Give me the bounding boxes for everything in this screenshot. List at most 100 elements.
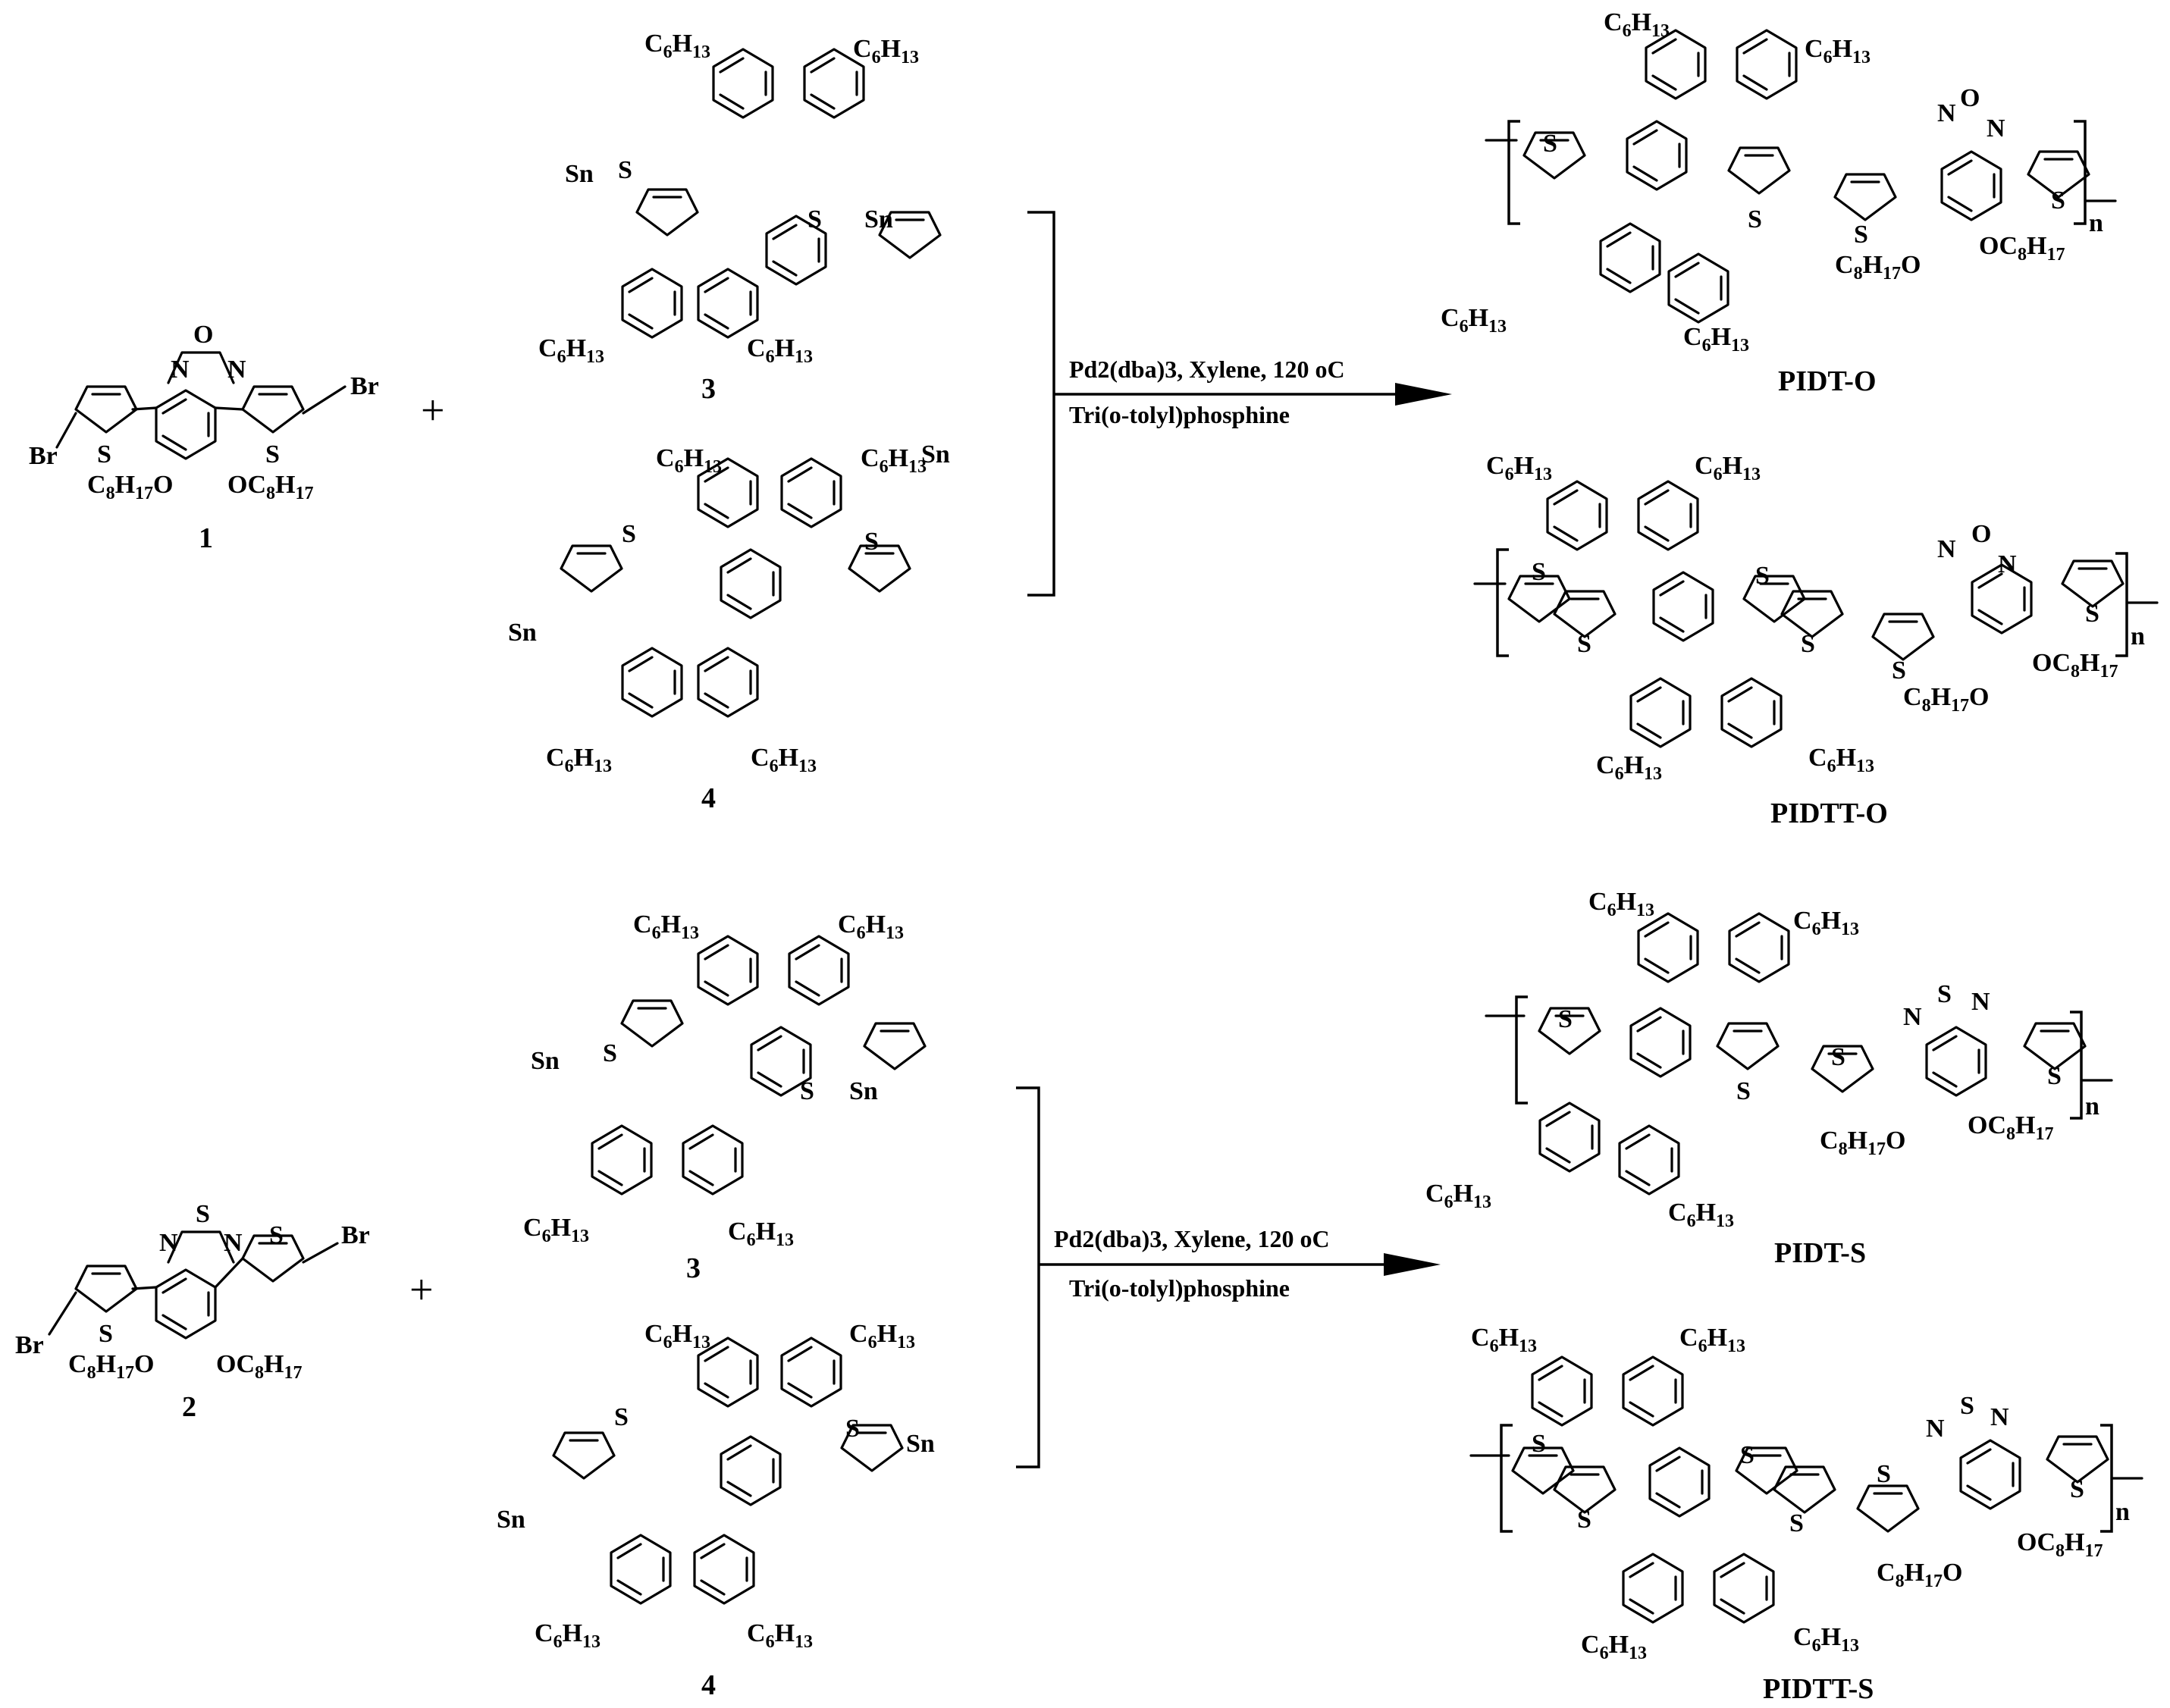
hexyl-group: C6H13 bbox=[546, 744, 612, 776]
hexyl-group: C6H13 bbox=[538, 334, 604, 367]
sulfur-atom: S bbox=[1789, 1509, 1804, 1537]
hexyl-group: C6H13 bbox=[1596, 751, 1662, 784]
sulfur-atom: S bbox=[1577, 1506, 1591, 1534]
sulfur-atom: S bbox=[618, 156, 632, 184]
arrow-head bbox=[1395, 383, 1452, 406]
monomer-2: Br Br S N N S S C8H17O OC8H17 2 bbox=[15, 1200, 370, 1423]
alkoxy-group: OC8H17 bbox=[2032, 649, 2118, 682]
tin-atom-left: Sn bbox=[565, 160, 594, 188]
sulfur-atom: S bbox=[2070, 1475, 2084, 1503]
product-label: PIDTT-O bbox=[1770, 798, 1888, 829]
hexyl-group: C6H13 bbox=[633, 910, 699, 943]
hexyl-group: C6H13 bbox=[838, 910, 904, 943]
sulfur-atom: S bbox=[1854, 221, 1868, 249]
nitrogen-atom-right: N bbox=[227, 356, 246, 384]
hexyl-group: C6H13 bbox=[523, 1214, 589, 1246]
alkoxy-group: OC8H17 bbox=[2017, 1528, 2103, 1561]
nitrogen-atom: N bbox=[1926, 1415, 1945, 1443]
reaction-conditions-ligand: Tri(o-tolyl)phosphine bbox=[1069, 1274, 1290, 1302]
repeat-n: n bbox=[2089, 209, 2103, 237]
hexyl-group: C6H13 bbox=[1793, 907, 1859, 939]
monomer-1: Br Br O N N S S C8H17O OC8H17 1 bbox=[29, 321, 379, 554]
reagent-4-bottom: Sn Sn S S C6H13 C6H13 C6H13 C6H13 4 bbox=[497, 1320, 935, 1701]
bromine-atom-left: Br bbox=[29, 442, 58, 470]
sulfur-atom: S bbox=[1748, 205, 1762, 233]
hexyl-group: C6H13 bbox=[861, 444, 927, 477]
reagent-bracket bbox=[1016, 1086, 1040, 1468]
plus-sign-1: + bbox=[421, 387, 445, 434]
tin-atom-right: Sn bbox=[864, 205, 893, 233]
compound-label-3: 3 bbox=[701, 373, 716, 405]
alkoxy-group: OC8H17 bbox=[1968, 1111, 2053, 1144]
hexyl-group: C6H13 bbox=[853, 35, 919, 67]
hexyl-group: C6H13 bbox=[1668, 1199, 1734, 1231]
reagent-3-top: Sn Sn S S C6H13 C6H13 C6H13 C6H13 3 bbox=[538, 30, 942, 405]
bromine-atom-right: Br bbox=[341, 1221, 370, 1249]
oxygen-atom: O bbox=[1960, 84, 1980, 112]
arrow-head bbox=[1384, 1253, 1441, 1276]
hexyl-group: C6H13 bbox=[751, 744, 817, 776]
nitrogen-atom: N bbox=[1903, 1003, 1922, 1031]
tin-atom-left: Sn bbox=[497, 1506, 525, 1534]
sulfur-atom-right: S bbox=[265, 440, 280, 469]
sulfur-atom-left: S bbox=[99, 1320, 113, 1348]
hexyl-group: C6H13 bbox=[1808, 744, 1874, 776]
product-label: PIDTT-S bbox=[1763, 1673, 1874, 1705]
nitrogen-atom: N bbox=[1990, 1403, 2009, 1431]
reagent-3-bottom: Sn Sn S S C6H13 C6H13 C6H13 C6H13 3 bbox=[523, 910, 927, 1284]
hexyl-group: C6H13 bbox=[1425, 1180, 1491, 1212]
bromine-atom-right: Br bbox=[350, 372, 379, 400]
compound-label-4: 4 bbox=[701, 782, 716, 814]
reagent-4-top: Sn Sn S S C6H13 C6H13 C6H13 C6H13 4 bbox=[508, 440, 950, 814]
alkoxy-group: OC8H17 bbox=[1979, 232, 2065, 265]
hexyl-group: C6H13 bbox=[1441, 304, 1507, 337]
hexyl-group: C6H13 bbox=[1604, 8, 1670, 41]
sulfur-atom: S bbox=[1892, 657, 1906, 685]
sulfur-atom: S bbox=[807, 205, 822, 233]
sulfur-atom-right: S bbox=[269, 1221, 284, 1249]
hexyl-group: C6H13 bbox=[656, 444, 722, 477]
nitrogen-atom: N bbox=[1937, 535, 1956, 563]
sulfur-atom: S bbox=[1558, 1005, 1573, 1033]
sulfur-atom: S bbox=[1532, 1430, 1546, 1458]
alkoxy-group: C8H17O bbox=[1835, 251, 1921, 284]
hexyl-group: C6H13 bbox=[1581, 1631, 1647, 1663]
sulfur-atom: S bbox=[2085, 600, 2099, 628]
polymer-pidt-o: S S S S N O N n C6H13 C6H13 C6H13 C6H13 … bbox=[1441, 8, 2117, 397]
reagent-bracket bbox=[1027, 211, 1055, 597]
sulfur-atom: S bbox=[1801, 630, 1815, 658]
polymer-pidt-s: S S S S N S N n C6H13 C6H13 C6H13 C6H13 … bbox=[1425, 888, 2113, 1269]
hexyl-group: C6H13 bbox=[1486, 452, 1552, 484]
repeat-n: n bbox=[2085, 1092, 2099, 1120]
nitrogen-atom: N bbox=[1998, 550, 2017, 578]
alkoxy-group: C8H17O bbox=[1903, 683, 1989, 716]
nitrogen-atom-left: N bbox=[159, 1229, 178, 1257]
nitrogen-atom-right: N bbox=[224, 1229, 243, 1257]
hexyl-group: C6H13 bbox=[747, 334, 813, 367]
sulfur-atom: S bbox=[603, 1039, 617, 1067]
reaction-conditions-ligand: Tri(o-tolyl)phosphine bbox=[1069, 401, 1290, 428]
alkoxy-left: C8H17O bbox=[68, 1350, 154, 1383]
sulfur-atom: S bbox=[2051, 186, 2065, 215]
compound-label-1: 1 bbox=[199, 522, 213, 554]
nitrogen-atom-left: N bbox=[171, 356, 190, 384]
hexyl-group: C6H13 bbox=[1805, 35, 1871, 67]
polymer-pidtt-o: S S S S S S N O N n C6H13 C6H13 C6H13 C6… bbox=[1473, 452, 2159, 829]
compound-label-3: 3 bbox=[686, 1252, 701, 1284]
sulfur-atom: S bbox=[614, 1403, 629, 1431]
oxygen-atom: O bbox=[193, 321, 213, 349]
product-label: PIDT-O bbox=[1778, 365, 1877, 397]
sulfur-atom: S bbox=[1740, 1441, 1755, 1469]
sulfur-atom: S bbox=[845, 1415, 860, 1443]
tin-atom-left: Sn bbox=[508, 619, 537, 647]
sulfur-atom: S bbox=[1543, 130, 1557, 158]
sulfur-atom: S bbox=[1831, 1043, 1845, 1071]
sulfur-atom: S bbox=[1755, 562, 1770, 590]
hexyl-group: C6H13 bbox=[644, 1320, 710, 1352]
sulfur-atom: S bbox=[800, 1077, 814, 1105]
repeat-n: n bbox=[2131, 622, 2145, 650]
sulfur-atom-left: S bbox=[97, 440, 111, 469]
tin-atom-right: Sn bbox=[849, 1077, 878, 1105]
hexyl-group: C6H13 bbox=[1695, 452, 1761, 484]
sulfur-atom: S bbox=[622, 520, 636, 548]
